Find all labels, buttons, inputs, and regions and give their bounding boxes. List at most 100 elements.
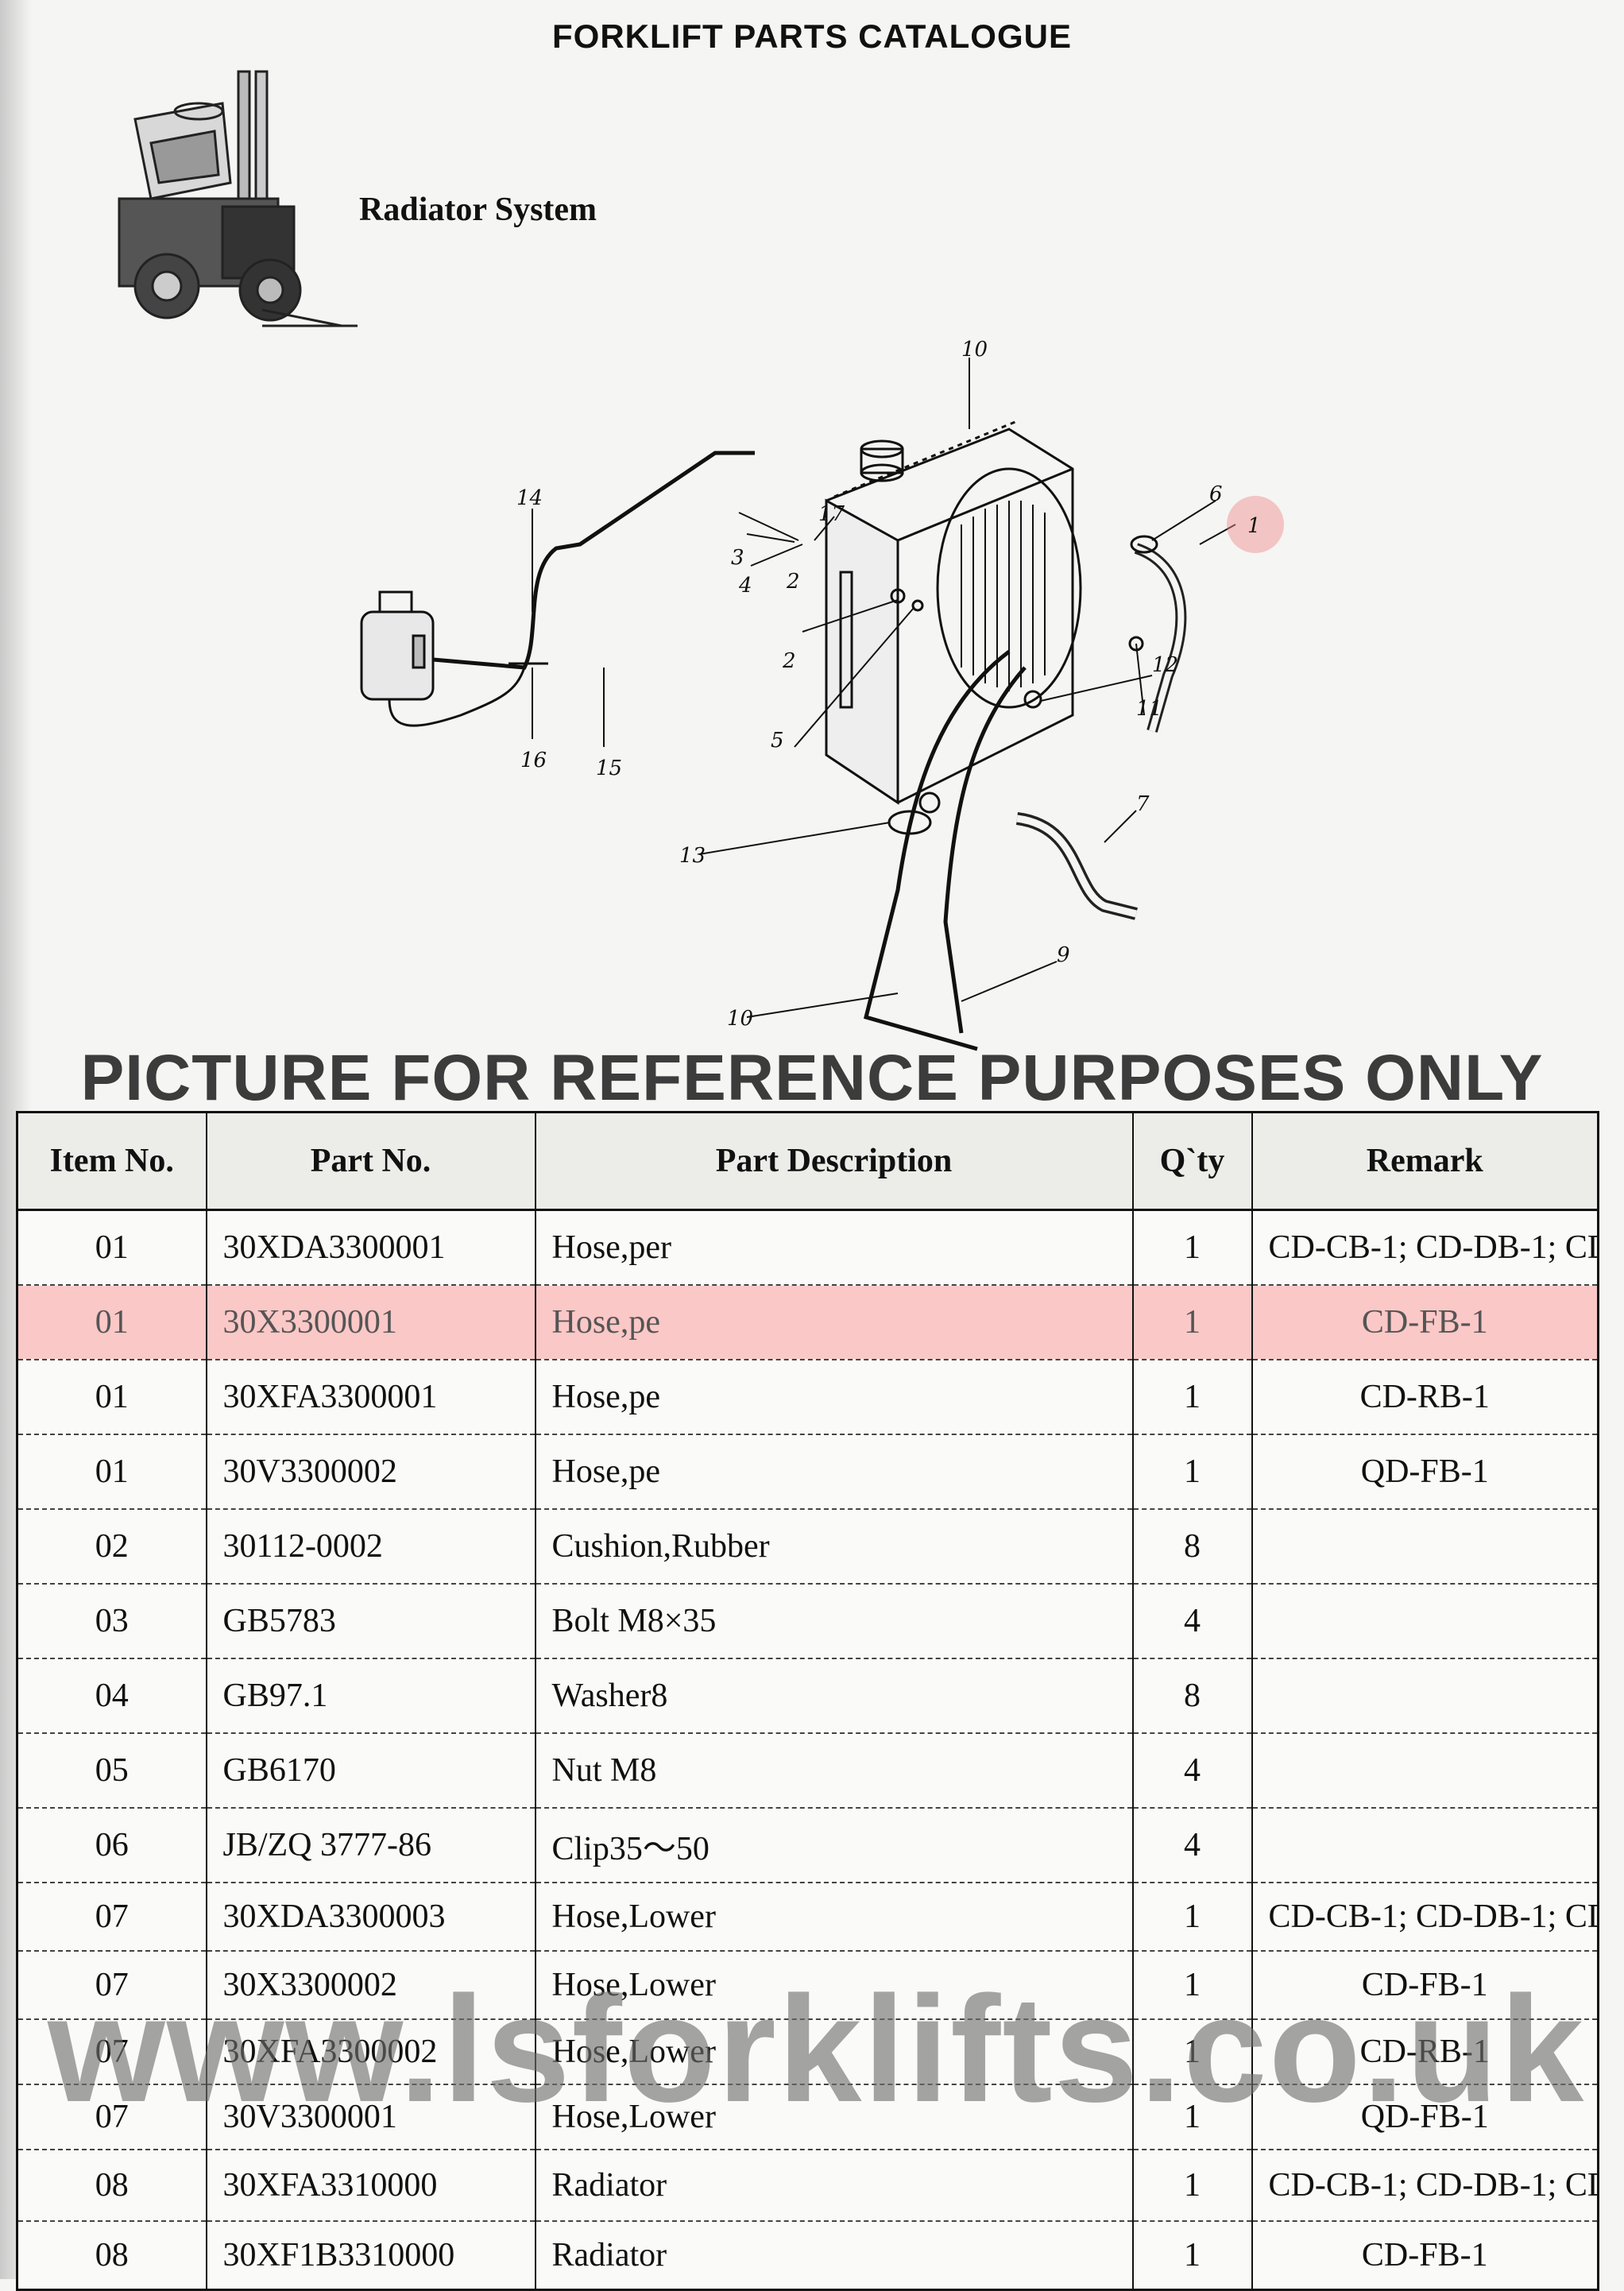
callout-4: 4 (738, 574, 752, 598)
remark-cell: CD-RB-1 (1251, 1360, 1599, 1435)
radiator-body (825, 420, 1082, 805)
callout-2a: 2 (786, 570, 800, 594)
quantity-cell: 1 (1131, 2084, 1253, 2150)
remark-cell: CD-FB-1 (1251, 2221, 1599, 2291)
quantity-cell: 1 (1131, 2019, 1253, 2085)
quantity-cell: 1 (1131, 1883, 1253, 1952)
quantity-cell: 1 (1131, 1209, 1253, 1286)
callout-16: 16 (520, 749, 547, 772)
website-watermark: www.lsforklifts.co.uk (48, 1965, 1586, 2134)
part-no-cell: GB5783 (205, 1584, 536, 1659)
description-cell: Hose,Lower (534, 1951, 1134, 2020)
part-no-cell: 30XF1B3310000 (205, 2221, 536, 2291)
part-no-cell: 30X3300001 (205, 1285, 536, 1360)
part-no-cell: GB97.1 (205, 1658, 536, 1734)
remark-cell (1251, 1509, 1599, 1585)
item-no-cell: 08 (16, 2221, 207, 2291)
description-cell: Cushion,Rubber (534, 1509, 1134, 1585)
description-cell: Nut M8 (534, 1733, 1134, 1809)
description-cell: Hose,Lower (534, 2019, 1134, 2085)
overflow-tank (360, 590, 435, 701)
catalogue-title: FORKLIFT PARTS CATALOGUE (552, 17, 1072, 55)
description-cell: Hose,pe (534, 1360, 1134, 1435)
description-cell: Radiator (534, 2150, 1134, 2222)
oil-cooler-pipe-a (863, 650, 1011, 1051)
remark-cell: CD-RB-1 (1251, 2019, 1599, 2085)
callout-13: 13 (679, 844, 706, 868)
part-no-cell: GB6170 (205, 1733, 536, 1809)
part-no-cell: 30XDA3300001 (205, 1209, 536, 1286)
parts-table: Item No. Part No. Part Description Q`ty … (16, 1111, 1599, 2291)
callout-9: 9 (1057, 943, 1070, 967)
remark-cell (1251, 1733, 1599, 1809)
item-no-cell: 01 (16, 1285, 207, 1360)
item-no-cell: 07 (16, 2019, 207, 2085)
item-no-cell: 06 (16, 1808, 207, 1883)
description-cell: Clip35～50 (534, 1808, 1134, 1883)
remark-cell: CD-CB-1; CD-DB-1; CD-EB-1 (1251, 1883, 1599, 1952)
item-no-cell: 02 (16, 1509, 207, 1585)
section-title: Radiator System (359, 192, 597, 228)
remark-cell: QD-FB-1 (1251, 2084, 1599, 2150)
description-cell: Washer8 (534, 1658, 1134, 1734)
callout-10: 10 (727, 1007, 753, 1031)
callout-2b: 2 (782, 649, 796, 673)
quantity-cell: 1 (1131, 1951, 1253, 2020)
remark-cell (1251, 1658, 1599, 1734)
part-no-cell: 30XDA3300003 (205, 1883, 536, 1952)
header-remark: Remark (1251, 1112, 1599, 1211)
callout-1: 1 (1247, 514, 1261, 538)
part-no-cell: 30X3300002 (205, 1951, 536, 2020)
remark-cell (1251, 1584, 1599, 1659)
quantity-cell: 8 (1131, 1658, 1253, 1734)
item-no-cell: 07 (16, 2084, 207, 2150)
item-no-cell: 07 (16, 1951, 207, 2020)
quantity-cell: 4 (1131, 1584, 1253, 1659)
radiator-cap (860, 439, 904, 482)
description-cell: Hose,Lower (534, 1883, 1134, 1952)
part-no-cell: 30XFA3300001 (205, 1360, 536, 1435)
quantity-cell: 4 (1131, 1733, 1253, 1809)
callout-15: 15 (596, 757, 622, 780)
radiator-exploded-diagram: 10 1 6 14 17 3 4 2 2 5 12 11 7 13 9 10 1… (360, 338, 1284, 1051)
part-no-cell: 30V3300001 (205, 2084, 536, 2150)
header-item-no: Item No. (16, 1112, 207, 1211)
callout-3: 3 (731, 546, 744, 570)
remark-cell: CD-FB-1 (1251, 1285, 1599, 1360)
item-no-cell: 08 (16, 2150, 207, 2222)
remark-cell: CD-FB-1 (1251, 1951, 1599, 2020)
callout-14: 14 (516, 486, 543, 510)
item-no-cell: 07 (16, 1883, 207, 1952)
description-cell: Hose,Lower (534, 2084, 1134, 2150)
callout-8: 10 (961, 338, 988, 362)
item-no-cell: 04 (16, 1658, 207, 1734)
part-no-cell: JB/ZQ 3777-86 (205, 1808, 536, 1883)
quantity-cell: 1 (1131, 1285, 1253, 1360)
remark-cell: CD-CB-1; CD-DB-1; CD-EB-1;CD-RB-1 (1251, 2150, 1599, 2222)
description-cell: Hose,pe (534, 1285, 1134, 1360)
highlighted-callout-marker (1227, 496, 1284, 553)
quantity-cell: 4 (1131, 1808, 1253, 1883)
forklift-illustration (118, 70, 358, 327)
callout-12: 12 (1152, 653, 1178, 677)
item-no-cell: 01 (16, 1360, 207, 1435)
overflow-hose (432, 451, 755, 670)
quantity-cell: 1 (1131, 2221, 1253, 2291)
header-part-description: Part Description (534, 1112, 1134, 1211)
callout-6: 6 (1209, 482, 1223, 506)
part-no-cell: 30V3300002 (205, 1434, 536, 1510)
quantity-cell: 1 (1131, 1360, 1253, 1435)
callout-5: 5 (771, 729, 784, 753)
description-cell: Bolt M8×35 (534, 1584, 1134, 1659)
item-no-cell: 01 (16, 1209, 207, 1286)
header-quantity: Q`ty (1131, 1112, 1253, 1211)
description-cell: Hose,pe (534, 1434, 1134, 1510)
callout-11: 11 (1136, 697, 1162, 721)
remark-cell: CD-CB-1; CD-DB-1; CD-EB-1 (1251, 1209, 1599, 1286)
